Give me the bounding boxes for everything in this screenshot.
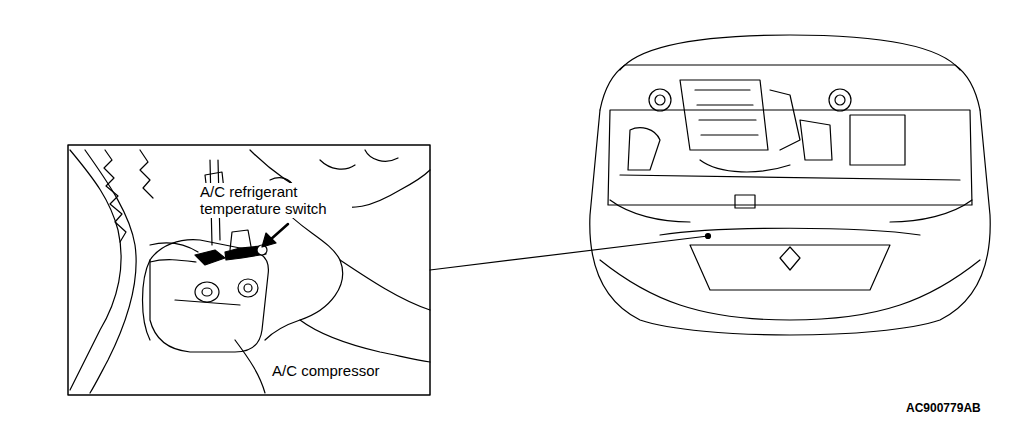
leader-dot <box>706 234 711 239</box>
inset-frame <box>68 145 430 395</box>
vehicle-drawing <box>590 35 990 335</box>
figure-code: AC900779AB <box>906 402 981 416</box>
compressor-drawing <box>70 150 430 393</box>
leader-line <box>430 236 708 270</box>
part-label: A/C compressor <box>270 362 382 379</box>
part-label: A/C refrigerant temperature switch <box>198 183 352 218</box>
